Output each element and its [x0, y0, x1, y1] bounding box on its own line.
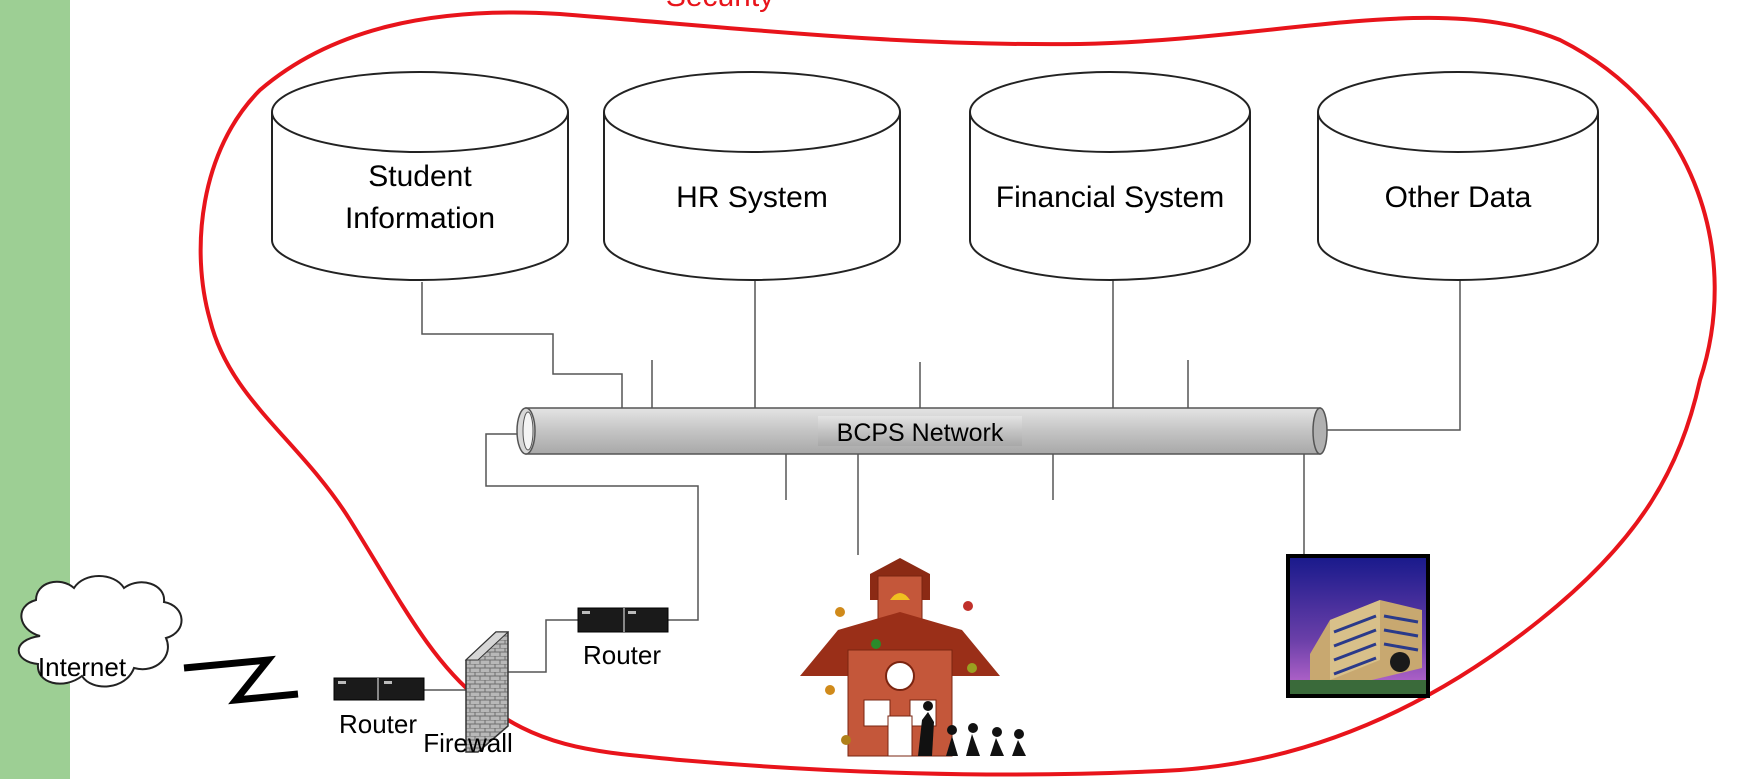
schoolhouse-icon: [800, 558, 1026, 757]
internet-label: Internet: [38, 652, 127, 682]
other-data-label: Other Data: [1385, 181, 1532, 214]
network-label: BCPS Network: [837, 419, 1004, 447]
bcps-network-pipe: [516, 407, 1328, 455]
office-building-icon: [1286, 554, 1430, 698]
security-title: Security: [666, 0, 774, 13]
database-hr: HR System: [603, 71, 901, 281]
database-other: Other Data: [1317, 71, 1599, 281]
router-outer-label: Router: [339, 709, 417, 739]
student-label-line1: Student: [368, 160, 472, 193]
database-student: Student Information: [271, 71, 569, 281]
firewall-icon: [464, 631, 510, 753]
router-icon: [577, 607, 669, 633]
firewall-label: Firewall: [423, 728, 513, 758]
database-financial: Financial System: [969, 71, 1251, 281]
cloud-icon: [17, 575, 183, 688]
student-label-line2: Information: [345, 202, 495, 235]
router-inner-label: Router: [583, 640, 661, 670]
financial-label: Financial System: [996, 181, 1224, 214]
security-boundary: [198, 10, 1717, 777]
lightning-link-icon: [183, 655, 299, 705]
router-icon: [333, 677, 425, 701]
hr-label: HR System: [676, 181, 828, 214]
